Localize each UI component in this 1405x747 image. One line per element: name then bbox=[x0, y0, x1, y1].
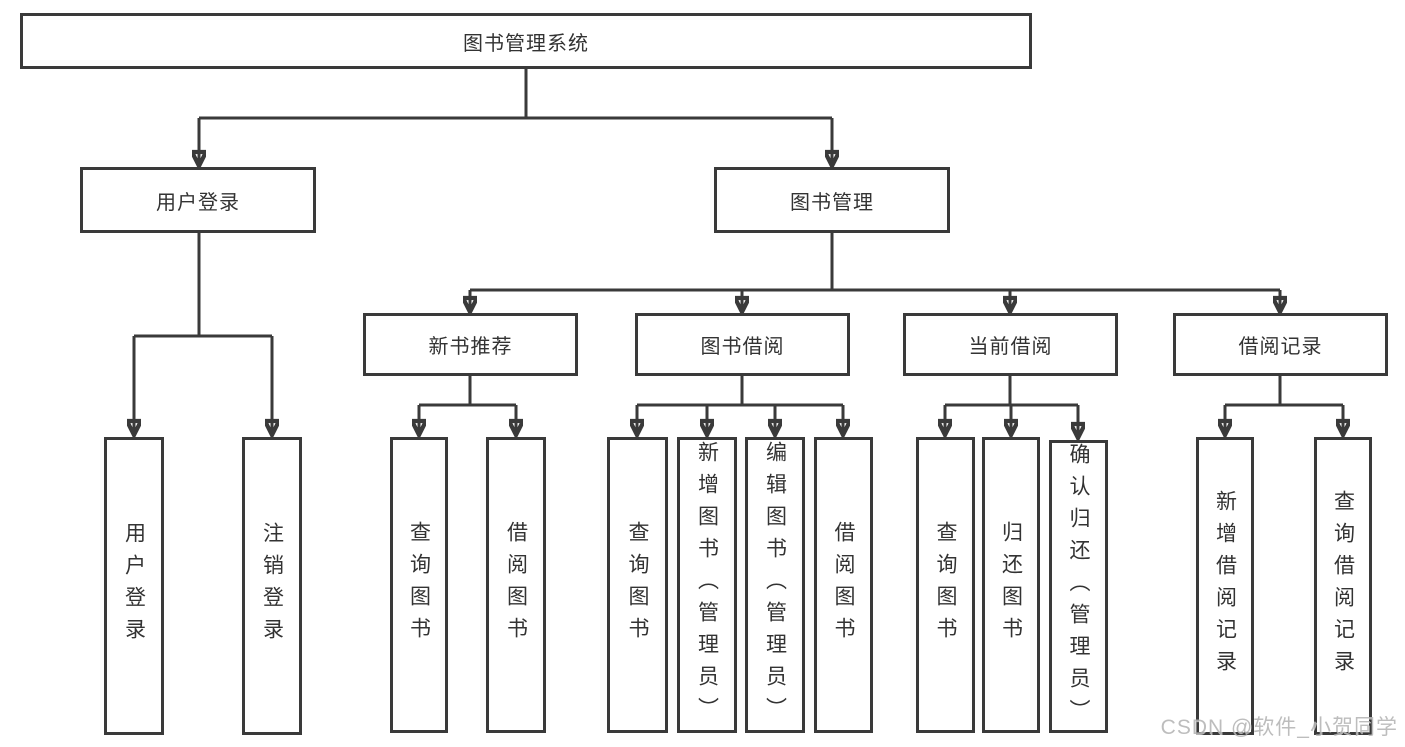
leaf-label: 借阅图书 bbox=[832, 521, 855, 649]
node-leaf-return-books: 归还图书 bbox=[982, 437, 1040, 733]
node-leaf-query-books-1: 查询图书 bbox=[390, 437, 448, 733]
node-leaf-borrow-books-2: 借阅图书 bbox=[814, 437, 873, 733]
leaf-label: 注销登录 bbox=[260, 522, 284, 650]
node-leaf-query-books-3: 查询图书 bbox=[916, 437, 975, 733]
leaf-label: 新增借阅记录 bbox=[1213, 490, 1237, 682]
node-root-system: 图书管理系统 bbox=[20, 13, 1032, 69]
leaf-label: 新增图书（管理员） bbox=[695, 441, 719, 729]
leaf-label: 确认归还（管理员） bbox=[1067, 442, 1090, 731]
connector-borrow-bus bbox=[637, 376, 843, 407]
leaf-label: 查询图书 bbox=[934, 521, 957, 649]
node-leaf-logout: 注销登录 bbox=[242, 437, 302, 735]
node-current-borrow: 当前借阅 bbox=[903, 313, 1118, 376]
leaf-label: 用户登录 bbox=[122, 522, 146, 650]
leaf-label: 查询借阅记录 bbox=[1331, 490, 1355, 682]
node-user-login-label: 用户登录 bbox=[156, 191, 240, 214]
connector-record-bus bbox=[1225, 376, 1343, 407]
node-leaf-query-books-2: 查询图书 bbox=[607, 437, 668, 733]
node-book-management-label: 图书管理 bbox=[790, 191, 874, 214]
connector-newbook-bus bbox=[419, 376, 516, 407]
leaf-label: 归还图书 bbox=[999, 521, 1023, 649]
node-book-management: 图书管理 bbox=[714, 167, 950, 233]
node-root-label: 图书管理系统 bbox=[463, 32, 589, 55]
connector-mgmt-bus bbox=[470, 233, 1280, 292]
node-leaf-add-books-admin: 新增图书（管理员） bbox=[677, 437, 737, 733]
node-new-book-recommend-label: 新书推荐 bbox=[428, 336, 513, 358]
node-borrow-record-label: 借阅记录 bbox=[1238, 336, 1323, 358]
node-leaf-query-borrow-record: 查询借阅记录 bbox=[1314, 437, 1372, 735]
node-leaf-edit-books-admin: 编辑图书（管理员） bbox=[745, 437, 805, 733]
node-leaf-user-login: 用户登录 bbox=[104, 437, 164, 735]
leaf-label: 编辑图书（管理员） bbox=[763, 441, 787, 729]
connector-current-bus bbox=[945, 376, 1078, 407]
node-leaf-add-borrow-record: 新增借阅记录 bbox=[1196, 437, 1254, 735]
node-current-borrow-label: 当前借阅 bbox=[968, 336, 1053, 358]
node-book-borrow-label: 图书借阅 bbox=[700, 336, 785, 358]
node-user-login: 用户登录 bbox=[80, 167, 316, 233]
connector-login-bus bbox=[134, 233, 272, 338]
leaf-label: 查询图书 bbox=[407, 521, 431, 649]
leaf-label: 借阅图书 bbox=[504, 521, 528, 649]
node-leaf-borrow-books-1: 借阅图书 bbox=[486, 437, 546, 733]
connector-root-bus bbox=[199, 69, 832, 120]
node-leaf-confirm-return-admin: 确认归还（管理员） bbox=[1049, 440, 1108, 733]
node-borrow-record: 借阅记录 bbox=[1173, 313, 1388, 376]
node-new-book-recommend: 新书推荐 bbox=[363, 313, 578, 376]
node-book-borrow: 图书借阅 bbox=[635, 313, 850, 376]
leaf-label: 查询图书 bbox=[626, 521, 649, 649]
